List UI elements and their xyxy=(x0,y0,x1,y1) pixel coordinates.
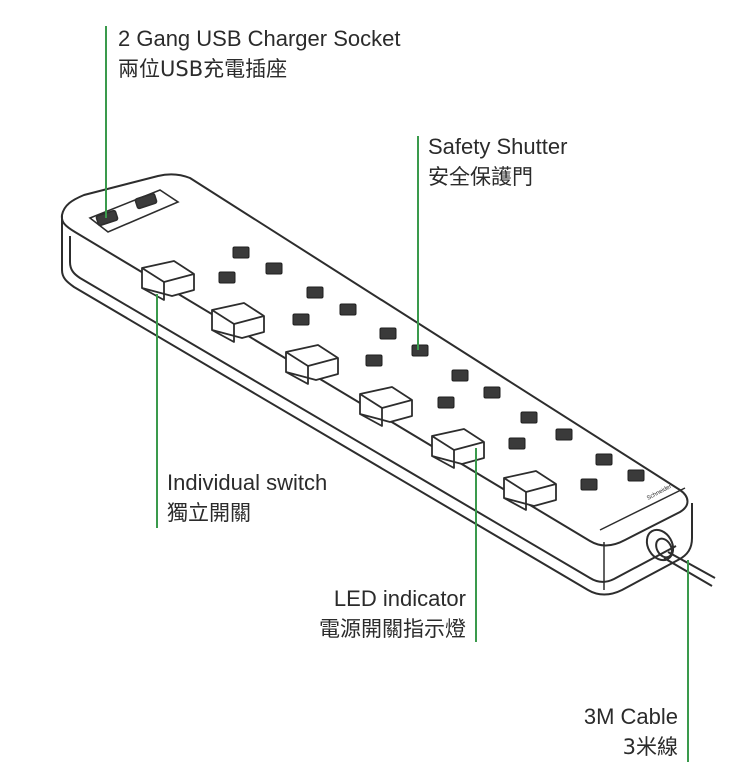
label-usb-en: 2 Gang USB Charger Socket xyxy=(118,26,401,51)
strip-top-face xyxy=(60,173,689,547)
label-safety-shutter: Safety Shutter 安全保護門 xyxy=(428,132,567,192)
socket-hole xyxy=(580,478,598,491)
switches xyxy=(141,260,557,511)
socket-hole xyxy=(218,271,236,284)
label-led-en: LED indicator xyxy=(333,586,466,611)
label-usb-zh: 兩位USB充電插座 xyxy=(118,57,288,81)
socket-hole xyxy=(508,437,526,450)
switch xyxy=(285,344,339,385)
socket-hole xyxy=(292,313,310,326)
switch xyxy=(359,386,413,427)
strip-endcap-seam xyxy=(599,487,686,531)
label-shutter-zh: 安全保護門 xyxy=(428,165,533,189)
label-led-zh: 電源開關指示燈 xyxy=(319,617,466,641)
socket-hole xyxy=(555,428,573,441)
label-switch-en: Individual switch xyxy=(167,470,328,495)
brand-text: Schneider xyxy=(646,484,673,502)
socket-hole xyxy=(595,453,613,466)
switch xyxy=(141,260,195,301)
switch xyxy=(503,470,557,511)
sockets xyxy=(218,246,645,491)
socket-hole xyxy=(483,386,501,399)
label-usb-socket: 2 Gang USB Charger Socket 兩位USB充電插座 xyxy=(118,24,400,84)
strip-front-face xyxy=(61,215,693,596)
label-switch-zh: 獨立開關 xyxy=(167,501,251,525)
leader-lines xyxy=(105,26,689,762)
power-cable xyxy=(645,528,716,587)
label-cable-en: 3M Cable xyxy=(583,704,678,729)
socket-hole xyxy=(627,469,645,482)
power-strip-body xyxy=(60,173,693,596)
socket-hole xyxy=(306,286,324,299)
strip-edge-line xyxy=(69,236,677,583)
socket-hole xyxy=(339,303,357,316)
switch xyxy=(431,428,485,469)
socket-hole xyxy=(437,396,455,409)
socket-hole xyxy=(379,327,397,340)
label-led-indicator: LED indicator 電源開關指示燈 xyxy=(319,584,466,644)
socket-hole xyxy=(265,262,283,275)
socket-hole xyxy=(365,354,383,367)
usb-port-2 xyxy=(134,192,158,210)
label-individual-switch: Individual switch 獨立開關 xyxy=(167,468,327,528)
label-cable: 3M Cable 3米線 xyxy=(584,702,678,762)
label-shutter-en: Safety Shutter xyxy=(428,134,568,159)
socket-hole xyxy=(232,246,250,259)
socket-hole xyxy=(411,344,429,357)
socket-hole xyxy=(520,411,538,424)
socket-hole xyxy=(451,369,469,382)
cable-grommet xyxy=(645,528,675,562)
label-cable-zh: 3米線 xyxy=(622,735,678,759)
switch xyxy=(211,302,265,343)
usb-panel xyxy=(88,189,180,233)
usb-module xyxy=(88,189,180,233)
